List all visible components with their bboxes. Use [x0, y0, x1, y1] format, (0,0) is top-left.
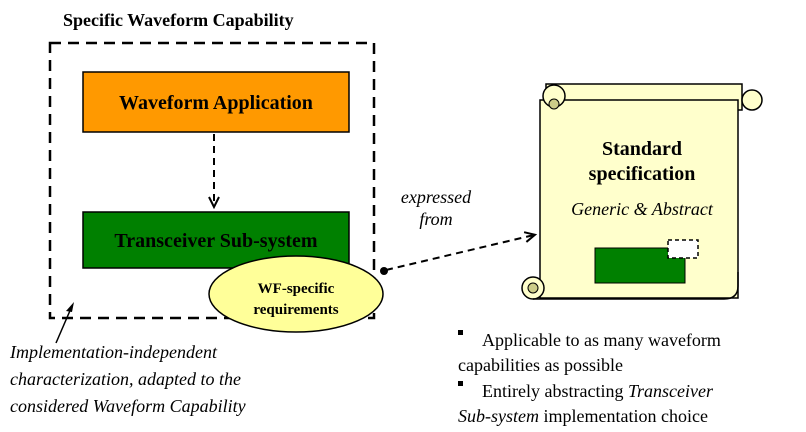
diagram-title: Specific Waveform Capability: [63, 10, 294, 30]
expressed-label-line1: expressed: [401, 187, 472, 207]
wf-requirements-line1: WF-specific: [258, 281, 335, 297]
bullet1-line2: capabilities as possible: [458, 355, 623, 375]
waveform-application-label: Waveform Application: [119, 92, 313, 114]
bullet-marker-1: [458, 330, 463, 335]
bottom-note-line1: Implementation-independent: [9, 342, 218, 362]
scroll-title-line2: specification: [589, 163, 696, 185]
waveform-application-box: [82, 71, 350, 133]
bullet2-line1-plain: Entirely abstracting: [482, 381, 628, 401]
bottom-note-line2: characterization, adapted to the: [10, 369, 241, 389]
expressed-label-line2: from: [419, 209, 452, 229]
annotation-arrow: [55, 305, 73, 344]
connector-dot: [380, 267, 388, 275]
bullet2-line1-italic: Transceiver: [628, 381, 714, 401]
scroll-subtitle: Generic & Abstract: [571, 199, 714, 219]
scroll-dashed-box: [667, 239, 699, 259]
transceiver-subsystem-label: Transceiver Sub-system: [114, 230, 317, 252]
bullet2-line2-italic: Sub-system: [458, 406, 539, 426]
bottom-note-line3: considered Waveform Capability: [10, 396, 246, 416]
scroll-title-line1: Standard: [602, 138, 682, 160]
bullet2-line2-plain: implementation choice: [539, 406, 708, 426]
wf-requirements-ellipse: [208, 255, 384, 333]
bullet2-line1: Entirely abstracting Transceiver: [482, 381, 714, 401]
bullet1-line1: Applicable to as many waveform: [482, 330, 721, 350]
wf-requirements-line2: requirements: [253, 302, 338, 318]
expressed-from-arrow: [385, 231, 538, 271]
capability-boundary: [48, 41, 376, 320]
bullet2-line2: Sub-system implementation choice: [458, 406, 708, 426]
annotation-arrowhead: [66, 302, 74, 312]
bullet-marker-2: [458, 381, 463, 386]
